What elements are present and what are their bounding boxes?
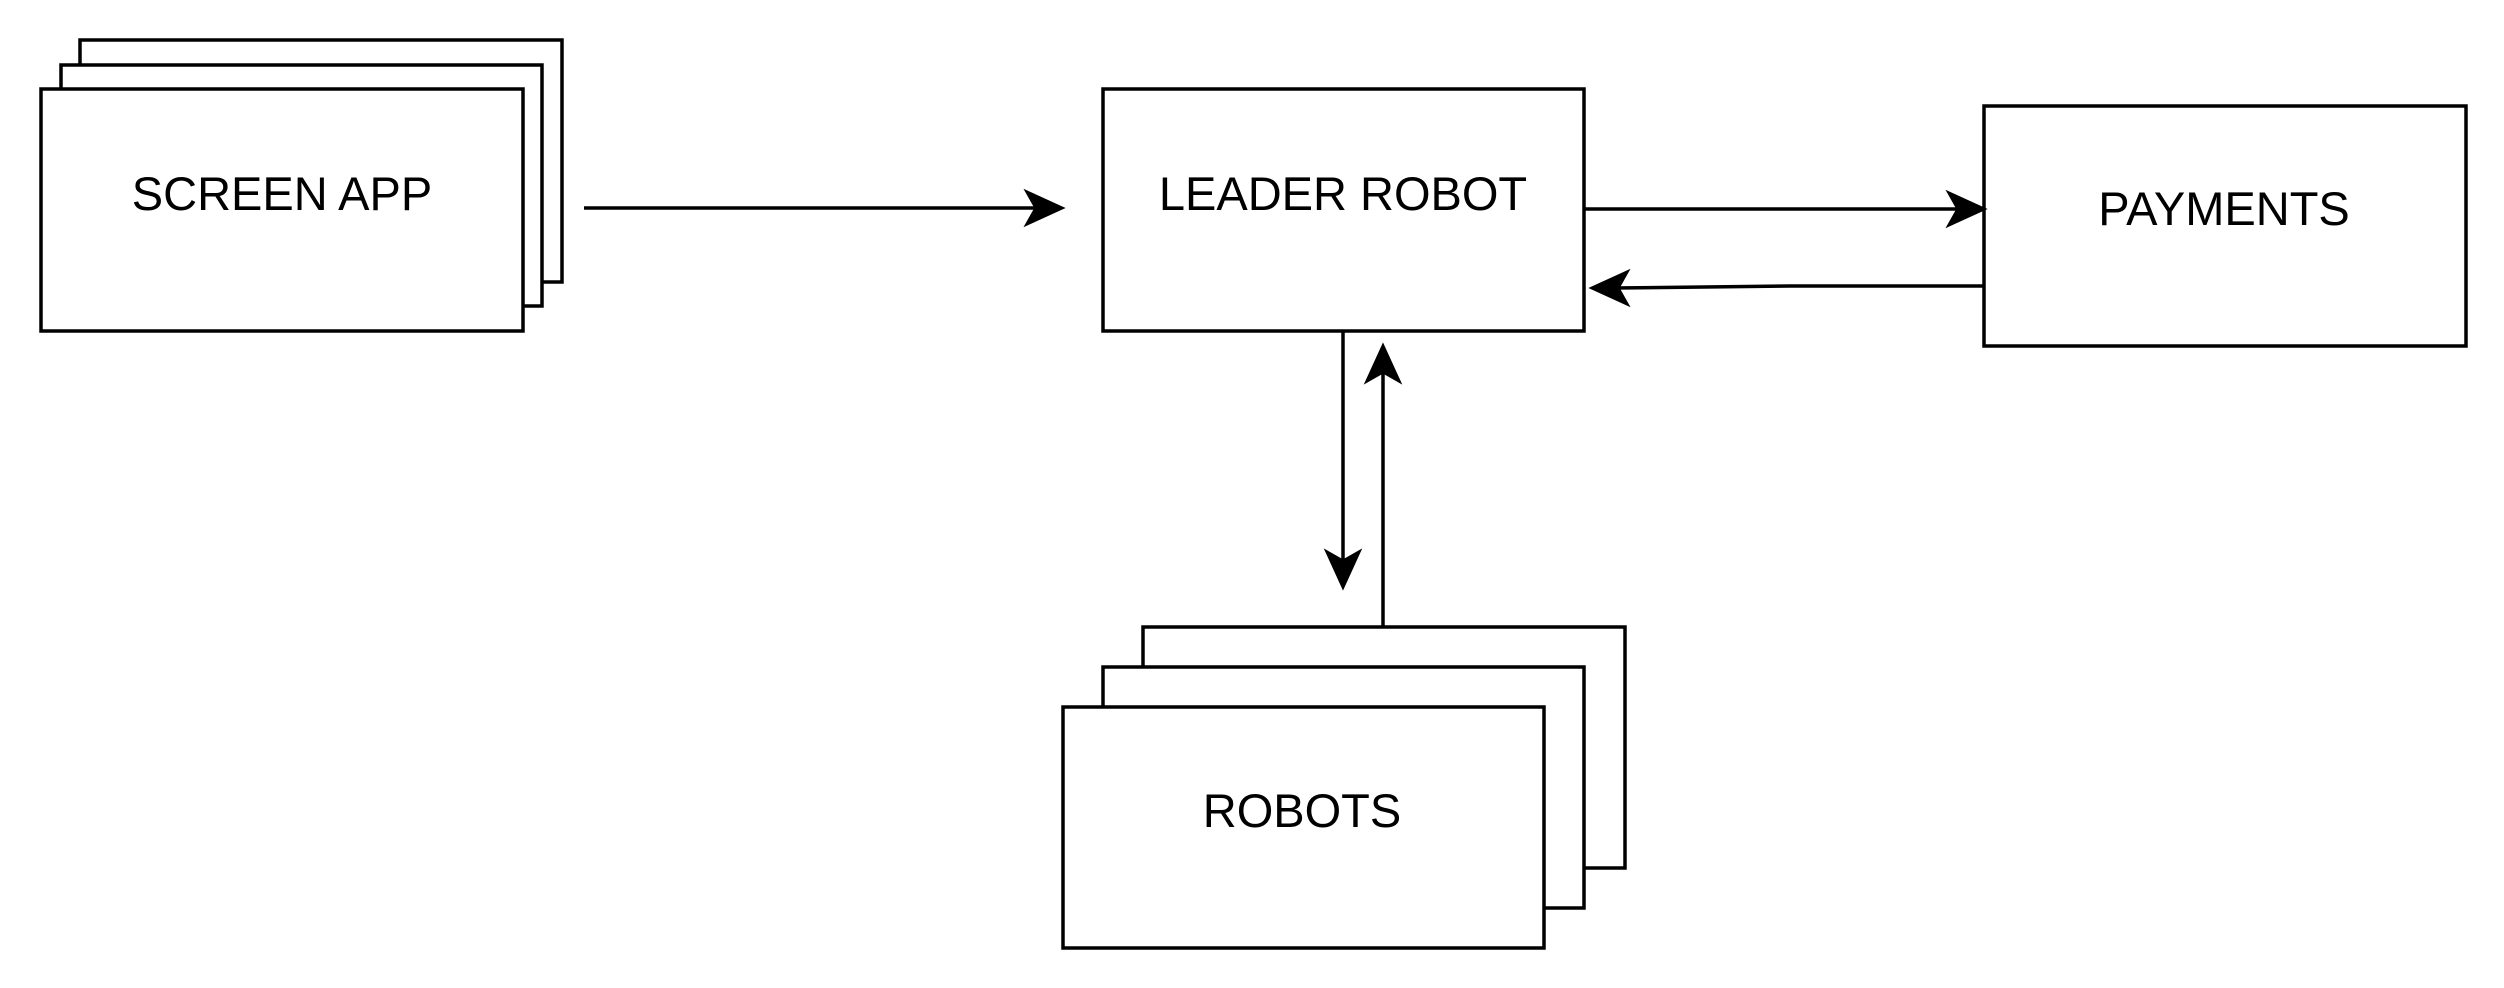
edge-leader-robot-to-payments: [1584, 189, 1988, 229]
edge-screen-app-to-leader-robot: [584, 188, 1066, 228]
leader-robot-label: LEADER ROBOT: [1159, 167, 1527, 220]
arrowhead-right-icon: [1945, 189, 1988, 229]
robots-label: ROBOTS: [1203, 784, 1401, 837]
screen-app-label: SCREEN APP: [132, 167, 432, 220]
node-payments: PAYMENTS: [1982, 104, 2468, 348]
edge-line: [1613, 284, 1984, 290]
arrowhead-right-icon: [1023, 188, 1066, 228]
edge-leader-robot-to-robots: [1323, 331, 1363, 591]
edge-robots-to-leader-robot: [1363, 342, 1403, 627]
node-leader-robot: LEADER ROBOT: [1101, 87, 1586, 333]
edge-payments-to-leader-robot: [1588, 268, 1984, 308]
leader-robot-box: [1101, 87, 1586, 333]
arrowhead-left-icon: [1588, 268, 1631, 308]
node-screen-app: SCREEN APP: [39, 38, 564, 333]
payments-label: PAYMENTS: [2098, 182, 2350, 235]
robots-front-sheet: [1061, 705, 1546, 950]
node-robots: ROBOTS: [1061, 625, 1627, 950]
arrowhead-down-icon: [1323, 548, 1363, 591]
screen-app-front-sheet: [39, 87, 525, 333]
arrowhead-up-icon: [1363, 342, 1403, 385]
payments-box: [1982, 104, 2468, 348]
